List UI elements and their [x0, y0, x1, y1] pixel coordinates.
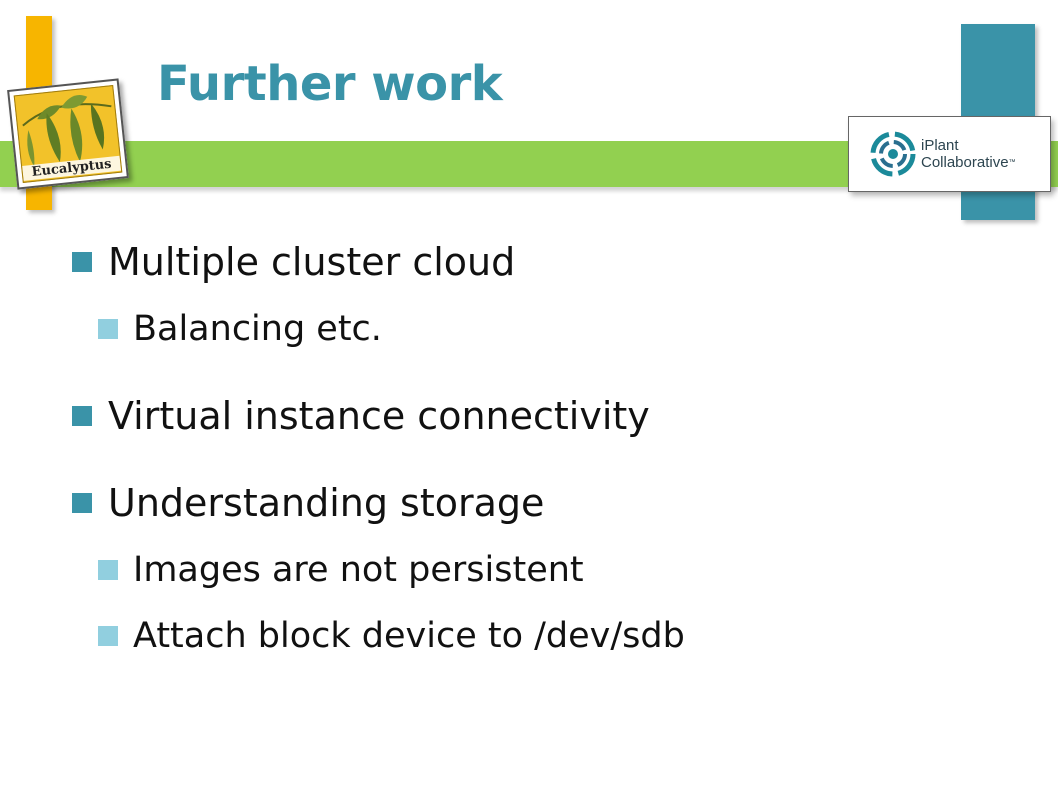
bullet-square-icon [72, 252, 92, 272]
bullet-item: Understanding storage [72, 481, 545, 525]
bullet-square-icon [72, 406, 92, 426]
sub-bullet-square-icon [98, 626, 118, 646]
bullet-text: Virtual instance connectivity [108, 394, 650, 438]
bullet-square-icon [72, 493, 92, 513]
eucalyptus-leaves-icon [22, 95, 112, 167]
bullet-text: Multiple cluster cloud [108, 240, 516, 284]
sub-bullet-square-icon [98, 319, 118, 339]
bullet-text: Understanding storage [108, 481, 545, 525]
iplant-logo: iPlant Collaborative™ [848, 116, 1051, 192]
iplant-line2: Collaborative [921, 154, 1009, 171]
sub-bullet-item: Attach block device to /dev/sdb [98, 616, 685, 656]
eucalyptus-logo: Eucalyptus [7, 78, 129, 190]
iplant-swirl-icon [870, 131, 916, 177]
iplant-wordmark: iPlant Collaborative™ [921, 137, 1016, 171]
iplant-line1: iPlant [921, 137, 959, 154]
sub-bullet-item: Balancing etc. [98, 309, 382, 349]
sub-bullet-text: Images are not persistent [133, 550, 584, 590]
iplant-trademark: ™ [1008, 159, 1016, 166]
slide-title: Further work [157, 56, 503, 112]
sub-bullet-item: Images are not persistent [98, 550, 584, 590]
sub-bullet-square-icon [98, 560, 118, 580]
bullet-item: Virtual instance connectivity [72, 394, 650, 438]
sub-bullet-text: Attach block device to /dev/sdb [133, 616, 685, 656]
sub-bullet-text: Balancing etc. [133, 309, 382, 349]
bullet-item: Multiple cluster cloud [72, 240, 516, 284]
